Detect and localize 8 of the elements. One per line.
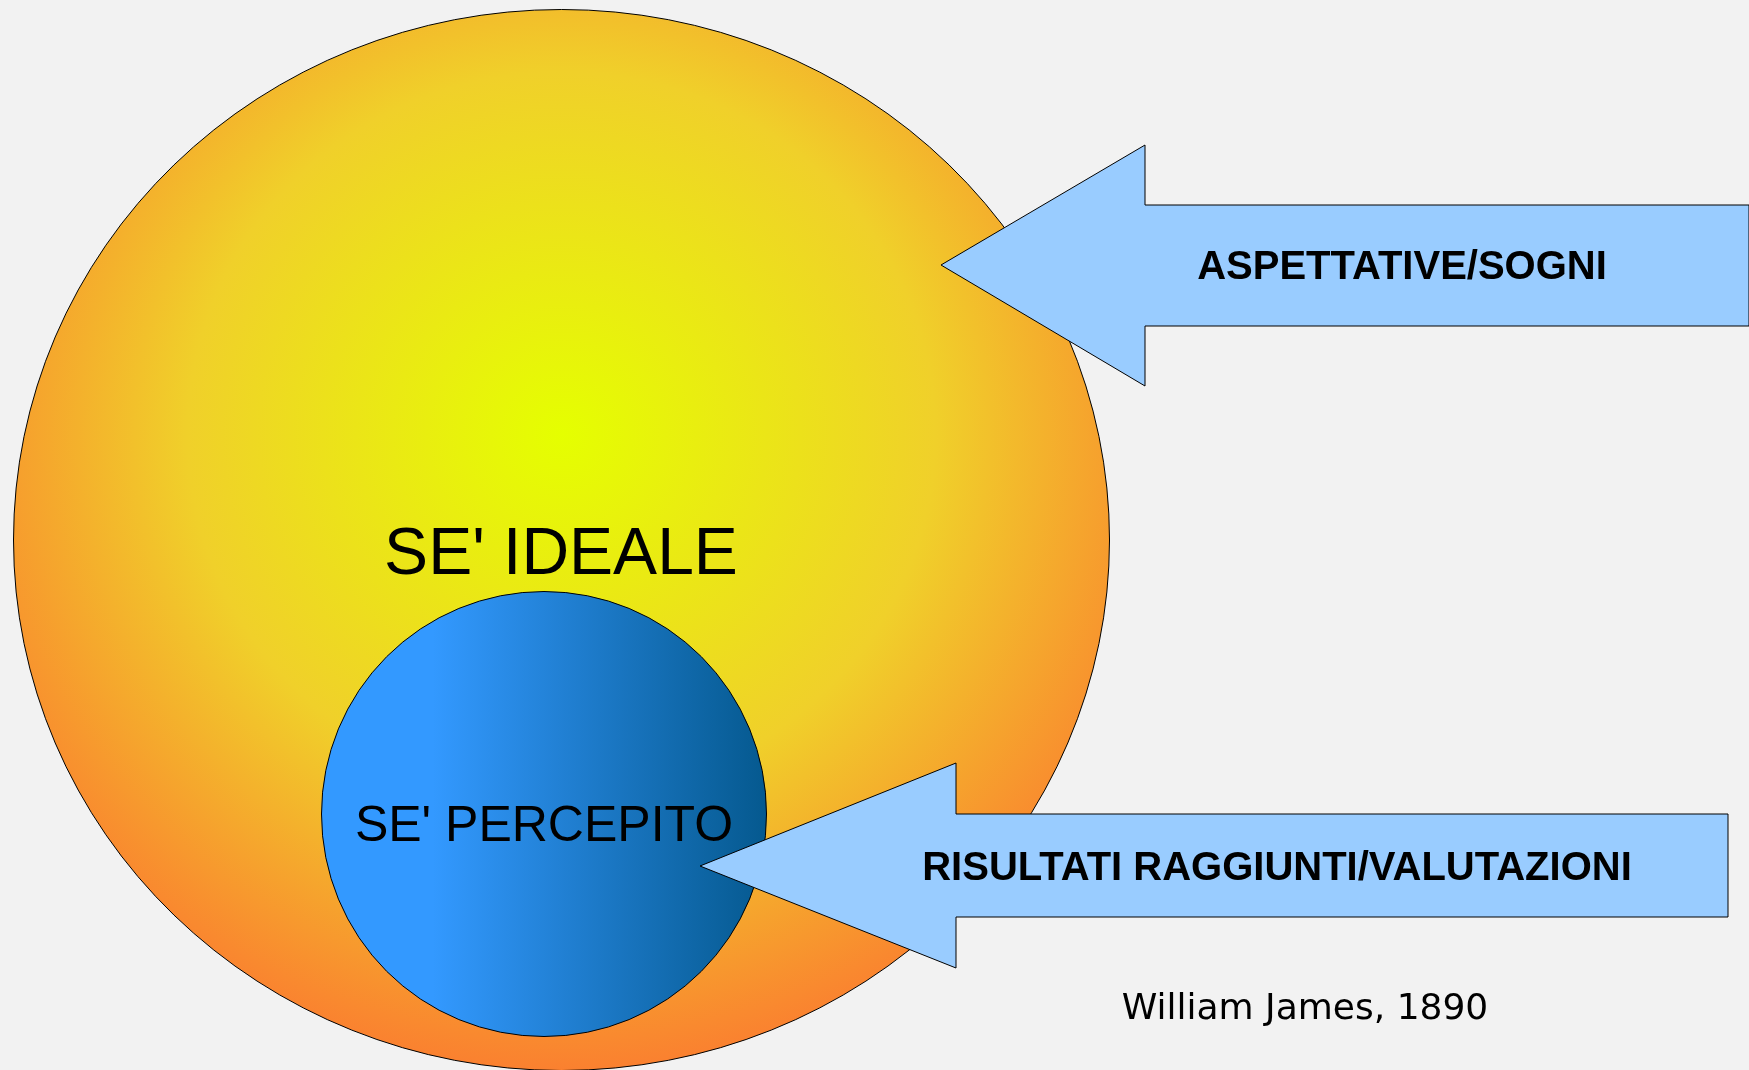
caption: William James, 1890: [1121, 985, 1489, 1027]
block-arrow: [699, 762, 1729, 969]
block-arrow: [940, 144, 1749, 387]
circle-label: SE' IDEALE: [384, 513, 738, 589]
perceived-self-circle: [321, 591, 767, 1037]
arrow-label: ASPETTATIVE/SOGNI: [1197, 242, 1607, 288]
arrow-label: RISULTATI RAGGIUNTI/VALUTAZIONI: [922, 843, 1632, 889]
circle-label: SE' PERCEPITO: [354, 795, 734, 853]
